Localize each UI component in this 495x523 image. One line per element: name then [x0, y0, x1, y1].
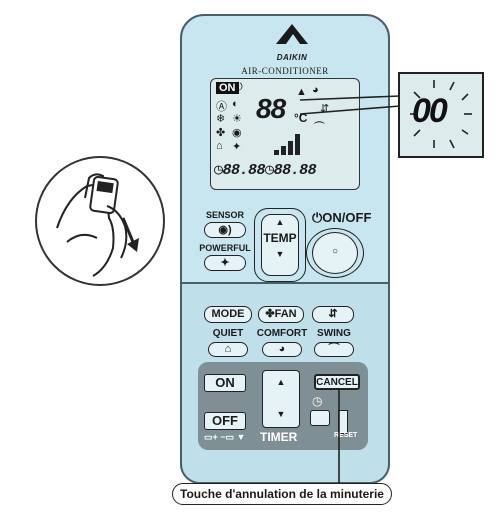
sensor-label: SENSOR	[205, 210, 244, 220]
comfort-label: COMFORT	[256, 328, 308, 339]
timer-label: TIMER	[260, 430, 298, 444]
comfort-icon: ◕	[278, 343, 286, 355]
timer-down-arrow-icon: ▼	[276, 409, 286, 419]
swing-button[interactable]: ⏜	[314, 342, 354, 357]
power-dot-icon: ○	[331, 246, 339, 257]
swing-vertical-button[interactable]: ⇵	[312, 306, 354, 323]
timer-adjust-button[interactable]: ▲ ▼	[262, 370, 300, 428]
quiet-button[interactable]: ⌂	[208, 342, 248, 357]
lcd-timer-readout: ◷88.88◷88.88	[214, 162, 317, 179]
lcd-display	[210, 78, 360, 190]
lcd-temperature: 88	[256, 93, 286, 124]
fan-icon: ✤	[216, 127, 226, 139]
swing-vertical-icon: ⇵	[328, 308, 338, 320]
temp-up-arrow-icon: ▲	[275, 217, 285, 227]
zoomed-timer-display	[398, 72, 484, 158]
quiet-label: QUIET	[212, 328, 244, 339]
daikin-logo: DAIKIN	[262, 22, 322, 66]
temp-down-arrow-icon: ▼	[275, 249, 285, 259]
sensor-icon: ◉	[232, 127, 242, 139]
sun-icon: ☀	[232, 113, 242, 125]
auto-mode-icon: Ⓐ	[216, 101, 227, 113]
sensor-button[interactable]: ◉)	[204, 222, 246, 238]
comfort-icon: ◕	[312, 84, 319, 96]
device-label: AIR-CONDITIONER	[241, 66, 329, 76]
hand-illustration	[35, 156, 165, 286]
hand-holding-remote-icon	[56, 173, 139, 277]
temp-button[interactable]: ▲ TEMP ▼	[261, 214, 299, 276]
cancel-callout-label: Touche d'annulation de la minuterie	[172, 483, 392, 505]
temp-label: TEMP	[263, 231, 297, 245]
lcd-on-badge: ON	[216, 82, 239, 94]
reset-label: RESET	[334, 432, 358, 439]
powerful-button-icon: ✦	[220, 257, 230, 269]
swing-louver-icon: ⏜	[328, 343, 340, 355]
timer-off-button[interactable]: OFF	[204, 412, 246, 430]
lcd-temp-unit: °C	[294, 111, 308, 125]
fan-button[interactable]: ✤FAN	[258, 306, 304, 323]
zoom-pointer-lines	[300, 95, 400, 115]
fan-label: FAN	[274, 308, 297, 320]
blinking-rays-icon	[410, 80, 472, 149]
snowflake-icon: ❄	[216, 113, 226, 125]
arrow-up-icon: ▲	[296, 86, 307, 98]
dry-mode-icon: ◐	[232, 98, 239, 110]
swing-indicator-icon: ⇵	[320, 103, 330, 115]
on-off-label: ON/OFF	[322, 210, 372, 225]
clock-icon: ◷	[312, 394, 323, 408]
on-off-label-wrap: ⏻ON/OFF	[312, 210, 371, 226]
cancel-button[interactable]: CANCEL	[314, 374, 360, 390]
swing-label: SWING	[317, 328, 351, 339]
power-icon: ⏻	[312, 210, 323, 225]
powerful-icon: ✦	[232, 141, 242, 153]
timer-up-arrow-icon: ▲	[276, 377, 286, 387]
timer-on-button[interactable]: ON	[204, 374, 246, 392]
quiet-icon: ⌂	[224, 343, 232, 355]
fan-speed-bars-icon	[274, 134, 300, 155]
brand-name: DAIKIN	[276, 53, 308, 62]
callout-leader-line	[338, 388, 340, 484]
zoomed-timer-value: 00	[412, 92, 448, 130]
sensor-button-icon: ◉)	[218, 224, 232, 236]
daikin-logo-icon	[276, 24, 308, 44]
clock-button[interactable]	[310, 410, 330, 426]
quiet-icon: ⌂	[216, 140, 223, 152]
mode-button[interactable]: MODE	[204, 306, 252, 323]
swing-louver-icon: ⏜	[314, 122, 325, 134]
powerful-label: POWERFUL	[199, 243, 251, 253]
battery-icon: ▭+ −▭ ▼	[204, 432, 246, 442]
fan-icon: ✤	[265, 308, 275, 320]
on-off-button[interactable]: ○	[312, 232, 358, 274]
powerful-button[interactable]: ✦	[204, 255, 246, 271]
comfort-button[interactable]: ◕	[262, 342, 302, 357]
